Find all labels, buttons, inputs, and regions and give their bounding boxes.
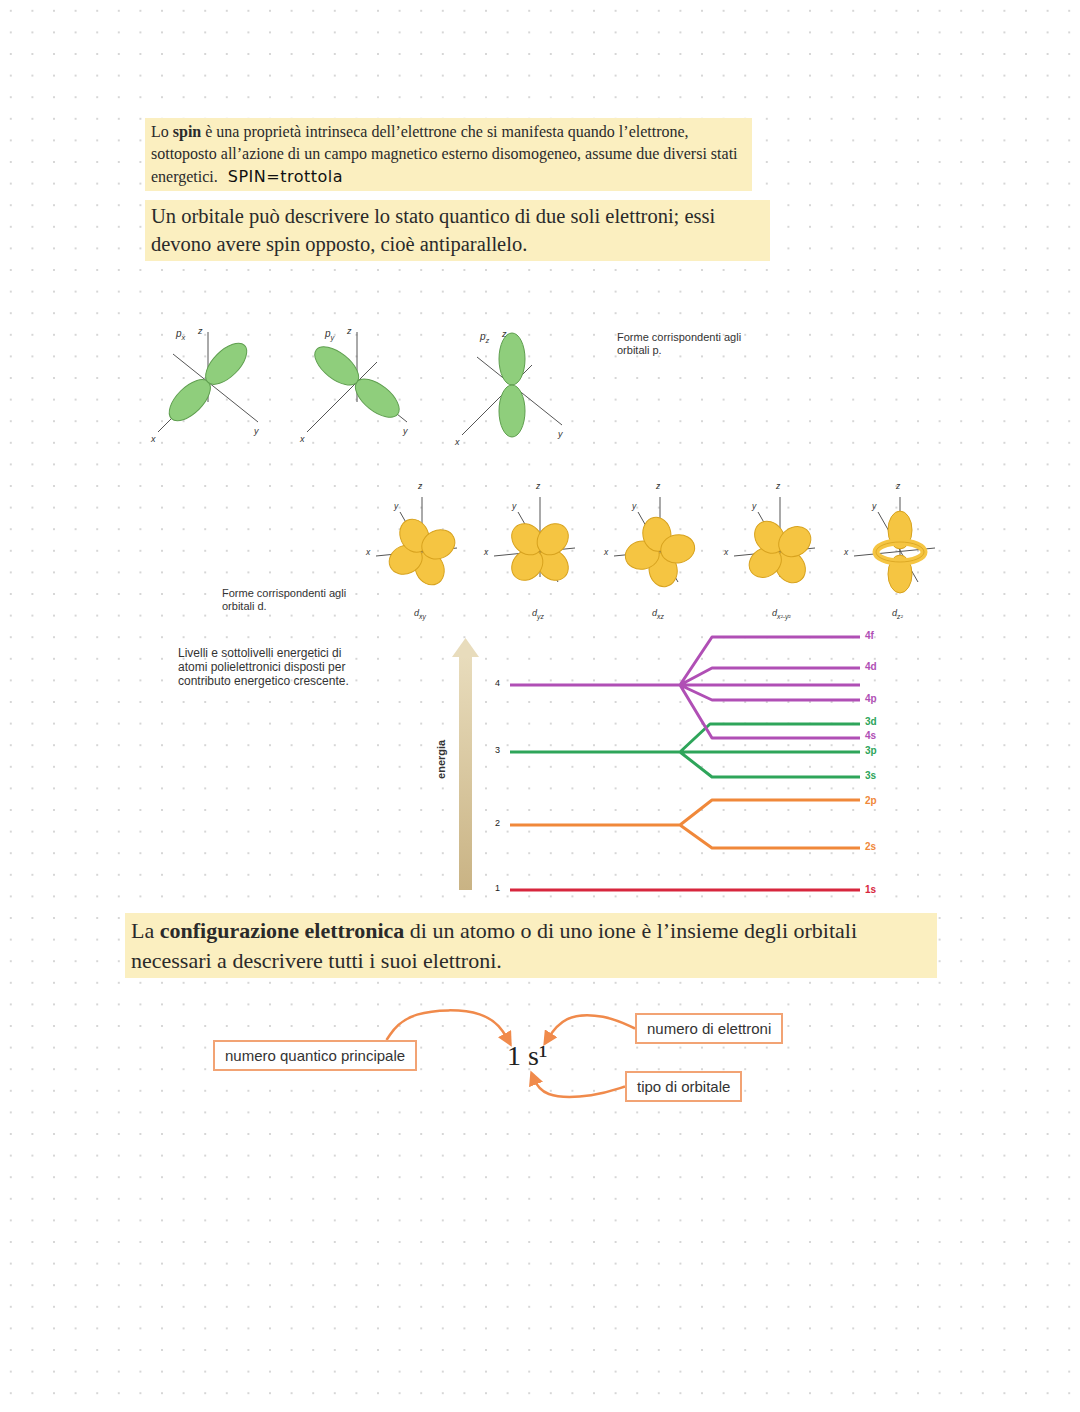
orbital-lobe [499, 333, 525, 385]
sublevel-label: 2p [865, 795, 877, 807]
p-orbital [462, 333, 562, 437]
axis-letter: x [455, 437, 460, 447]
axis-letter: z [656, 482, 660, 492]
orbital-torus [876, 542, 924, 562]
orbital-name: dxz [652, 608, 664, 621]
d-orbital [376, 497, 460, 590]
handwritten-note: SPIN=trottola [228, 167, 343, 186]
highlight-box: Lo spin è una proprietà intrinseca dell’… [145, 118, 752, 191]
formula-node: 1 s¹ [505, 1040, 549, 1075]
sublevel-label: 4s [865, 730, 876, 742]
caption-note: Livelli e sottolivelli energetici di ato… [178, 647, 353, 688]
orbital-lobe [773, 520, 817, 562]
orbital-lobe [499, 385, 525, 437]
axis-letter: x [844, 548, 848, 558]
level-number: 1 [495, 883, 500, 893]
orbital-lobe [417, 525, 460, 565]
energy-arrow [452, 638, 479, 890]
axis-letter: x [604, 548, 608, 558]
highlight-box: Un orbitale può descrivere lo stato quan… [145, 200, 770, 261]
sublevel-label: 4f [865, 630, 874, 642]
axis-title: energia [435, 740, 448, 779]
axis-letter: y [394, 502, 398, 512]
orbital-name: dxy [414, 608, 426, 621]
axis-letter: z [347, 326, 352, 336]
highlight-box: La configurazione elettronica di un atom… [125, 913, 937, 978]
axis-letter: x [366, 548, 370, 558]
d-orbital [614, 497, 697, 589]
orbital-lobe [659, 532, 697, 565]
orbital-name: dx²-y² [772, 608, 791, 621]
curved-arrow [532, 1073, 625, 1097]
axis-letter: x [151, 434, 156, 444]
orbital-name: dyz [532, 608, 544, 621]
orbital-lobe [531, 517, 575, 561]
level-3 [510, 724, 860, 777]
axis-letter: y [254, 426, 259, 436]
level-number: 2 [495, 818, 500, 828]
axis-letter: x [484, 548, 488, 558]
node-text: 1 s¹ [507, 1040, 547, 1071]
level-number: 3 [495, 745, 500, 755]
callout-box: numero quantico principale [213, 1040, 417, 1071]
torus-outline [876, 542, 924, 562]
d-orbital [854, 497, 935, 593]
sublevel-label: 2s [865, 841, 876, 853]
callout-box: tipo di orbitale [625, 1071, 742, 1102]
caption-note: Forme corrispondenti agli orbitali p. [617, 331, 747, 356]
sublevel-label: 3s [865, 770, 876, 782]
axis-letter: y [403, 426, 408, 436]
curved-arrow [545, 1015, 635, 1043]
axis-letter: y [512, 502, 516, 512]
axis-letter: x [300, 434, 305, 444]
axis-letter: z [776, 482, 780, 492]
sublevel-label: 4d [865, 661, 877, 673]
level-4 [510, 637, 860, 738]
orbital-lobe [199, 336, 254, 391]
axis-letter: z [536, 482, 540, 492]
axis-letter: y [872, 502, 876, 512]
energy-levels [510, 637, 860, 890]
node-text: Un orbitale può descrivere lo stato quan… [151, 205, 715, 255]
orbital-lobe [308, 340, 365, 393]
axis-letter: z [198, 326, 203, 336]
p-orbital [307, 332, 407, 432]
axis-letter: z [418, 482, 422, 492]
axis-letter: z [896, 482, 900, 492]
axis-letter: y [558, 429, 563, 439]
node-text: numero di elettroni [647, 1020, 771, 1037]
callout-box: numero di elettroni [635, 1013, 783, 1044]
orbital-name: dz² [892, 608, 903, 621]
level-number: 4 [495, 678, 500, 688]
orbital-name: pz [480, 331, 489, 346]
node-text: numero quantico principale [225, 1047, 405, 1064]
axis-letter: y [752, 502, 756, 512]
axis-letter: z [502, 329, 507, 339]
node-text: La configurazione elettronica di un atom… [131, 918, 857, 973]
orbital-name: px [176, 328, 185, 343]
p-orbital [158, 332, 258, 432]
axis-letter: x [724, 548, 728, 558]
node-text: tipo di orbitale [637, 1078, 730, 1095]
axis-letter: y [632, 502, 636, 512]
d-orbital [494, 497, 575, 587]
d-orbital [734, 497, 817, 589]
level-1 [510, 889, 860, 892]
sublevel-label: 3p [865, 745, 877, 757]
orbital-name: py [325, 328, 334, 343]
caption-note: Forme corrispondenti agli orbitali d. [222, 587, 362, 612]
sublevel-label: 1s [865, 884, 876, 896]
sublevel-label: 4p [865, 693, 877, 705]
sublevel-label: 3d [865, 716, 877, 728]
level-2 [510, 800, 860, 848]
